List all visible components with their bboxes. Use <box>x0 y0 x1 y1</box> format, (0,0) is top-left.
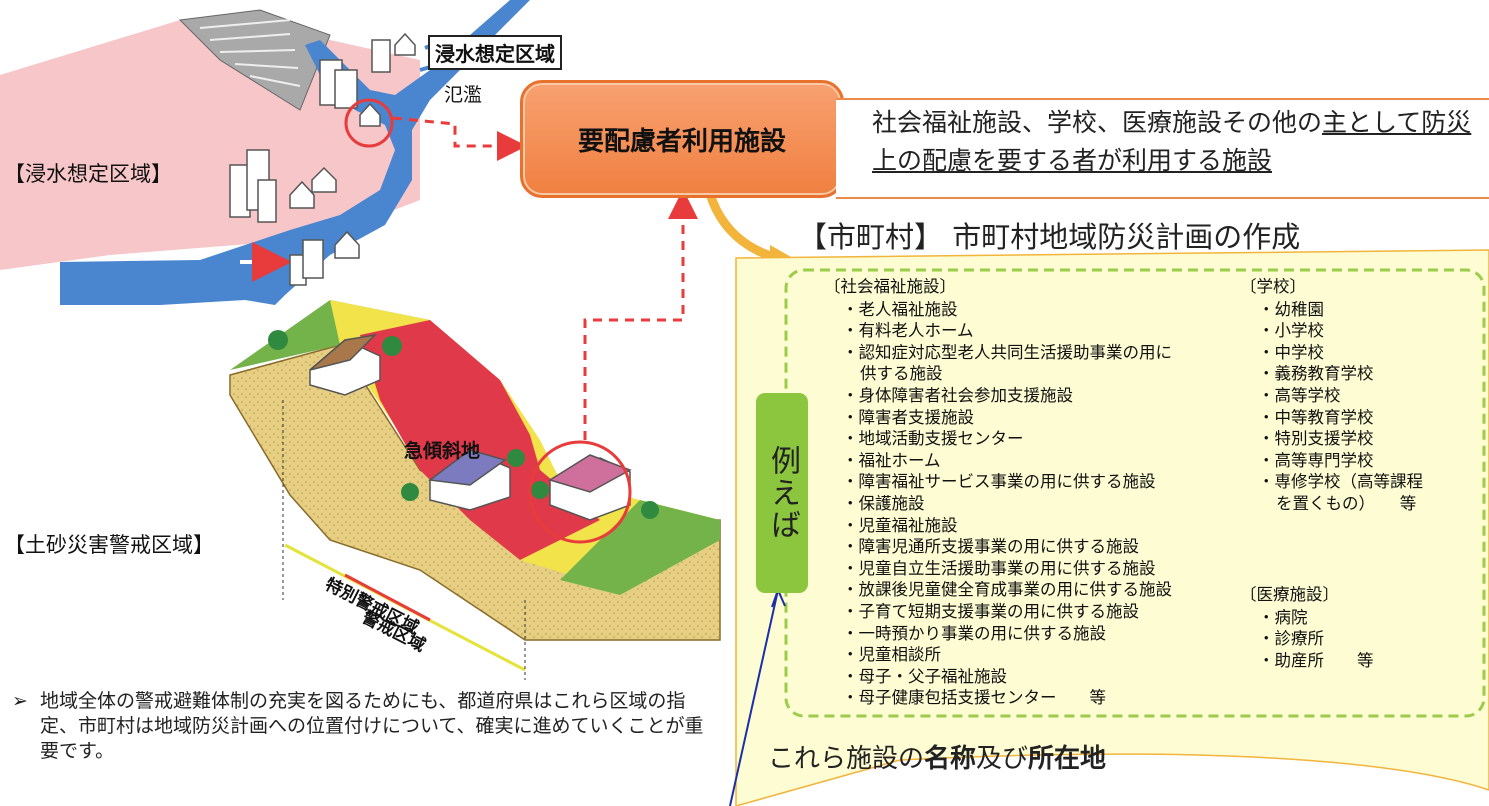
list-item: ・有料老人ホーム <box>842 321 974 341</box>
definition-text: 社会福祉施設、学校、医療施設その他の主として防災上の配慮を要する者が利用する施設 <box>872 104 1487 180</box>
list-item: ・子育て短期支援事業の用に供する施設 <box>842 601 1139 621</box>
river-shape <box>60 0 530 305</box>
plan-footer: これら施設の名称及び所在地 <box>768 738 1106 775</box>
note-text: 地域全体の警戒避難体制の充実を図るためにも、都道府県はこれら区域の指定、市町村は… <box>40 690 704 762</box>
list-item: を置くもの） 等 <box>1276 493 1417 513</box>
list-item: ・認知症対応型老人共同生活援助事業の用に <box>842 342 1172 362</box>
sediment-illustration <box>229 189 721 680</box>
list-item: ・中学校 <box>1258 342 1324 362</box>
sediment-highlight-circle <box>528 440 632 544</box>
list-item: ・小学校 <box>1258 321 1324 341</box>
central-facility-box: 要配慮者利用施設 <box>520 80 844 198</box>
list-item: ・診療所 <box>1258 629 1324 649</box>
flood-region-label: 【浸水想定区域】 <box>4 162 172 186</box>
welfare-list: 〔社会福祉施設〕 ・老人福祉施設 ・有料老人ホーム ・認知症対応型老人共同生活援… <box>824 276 1172 709</box>
list-item: ・一時預かり事業の用に供する施設 <box>842 623 1106 643</box>
welfare-heading: 〔社会福祉施設〕 <box>824 277 956 296</box>
list-item: ・老人福祉施設 <box>842 299 958 319</box>
list-item: ・特別支援学校 <box>1258 429 1374 449</box>
sediment-region-label: 【土砂災害警戒区域】 <box>4 533 214 557</box>
list-item: ・地域活動支援センター <box>842 429 1024 449</box>
list-item: ・専修学校（高等課程 <box>1258 472 1423 492</box>
note-paragraph: ➢ 地域全体の警戒避難体制の充実を図るためにも、都道府県はこれら区域の指定、市町… <box>12 689 714 764</box>
list-item: ・病院 <box>1258 607 1308 627</box>
list-item: ・義務教育学校 <box>1258 364 1374 384</box>
medical-list: 〔医療施設〕 ・病院 ・診療所 ・助産所 等 <box>1240 584 1374 671</box>
list-item: ・母子・父子福祉施設 <box>842 666 1007 686</box>
overflow-label: 氾濫 <box>444 84 483 106</box>
list-item: ・高等学校 <box>1258 385 1341 405</box>
definition-box <box>836 98 1489 199</box>
flood-highlight-circle <box>344 98 394 148</box>
list-item: ・高等専門学校 <box>1258 450 1374 470</box>
list-item: ・障害者支援施設 <box>842 407 974 427</box>
list-item: ・母子健康包括支援センター 等 <box>842 688 1106 708</box>
list-item: 供する施設 <box>860 364 943 384</box>
definition-part1: 社会福祉施設、学校、医療施設その他の <box>872 108 1323 137</box>
list-item: ・幼稚園 <box>1258 299 1324 319</box>
note-bullet: ➢ <box>12 690 28 712</box>
footer-bold2: 所在地 <box>1028 744 1107 774</box>
list-item: ・福祉ホーム <box>842 450 941 470</box>
list-item: ・助産所 等 <box>1258 650 1374 670</box>
flood-area-shape <box>0 20 420 270</box>
flood-area-illustration <box>0 0 530 305</box>
list-item: ・障害福祉サービス事業の用に供する施設 <box>842 472 1156 492</box>
example-badge-text: 例えば <box>765 445 800 541</box>
sediment-connector-line <box>583 189 698 440</box>
flood-connector-line <box>392 116 527 161</box>
list-item: ・保護施設 <box>842 493 925 513</box>
pointer-line <box>729 589 779 806</box>
footer-part2: 及び <box>976 744 1029 774</box>
flood-area-tag: 浸水想定区域 <box>428 35 562 70</box>
footer-bold1: 名称 <box>924 744 977 774</box>
school-heading: 〔学校〕 <box>1240 277 1306 296</box>
list-item: ・放課後児童健全育成事業の用に供する施設 <box>842 580 1172 600</box>
list-item: ・児童自立生活援助事業の用に供する施設 <box>842 558 1156 578</box>
list-item: ・身体障害者社会参加支援施設 <box>842 385 1073 405</box>
plan-panel-shape <box>735 249 1489 806</box>
list-item: ・中等教育学校 <box>1258 407 1374 427</box>
plan-title: 【市町村】 市町村地域防災計画の作成 <box>798 220 1301 254</box>
list-item: ・障害児通所支援事業の用に供する施設 <box>842 537 1139 557</box>
list-item: ・児童相談所 <box>842 645 941 665</box>
footer-part1: これら施設の <box>768 744 925 774</box>
school-list: 〔学校〕 ・幼稚園 ・小学校 ・中学校 ・義務教育学校 ・高等学校 ・中等教育学… <box>1240 276 1423 515</box>
medical-heading: 〔医療施設〕 <box>1240 585 1339 604</box>
hill-red <box>360 320 600 560</box>
definition-part2: 主として防災上の配慮を要する者が利用する施設 <box>872 108 1472 175</box>
list-item: ・児童福祉施設 <box>842 515 958 535</box>
steep-slope-label: 急傾斜地 <box>404 440 481 462</box>
example-badge: 例えば <box>756 393 808 593</box>
